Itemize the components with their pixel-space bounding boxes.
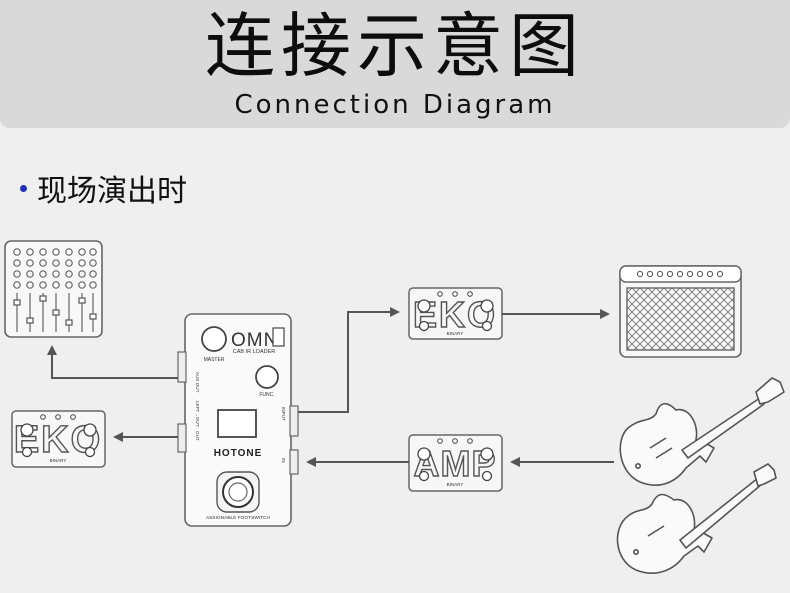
page-subtitle: Connection Diagram (234, 90, 556, 120)
omni-pedal: MASTER OMNI CAB IR LOADER FUNC. AUX OUT … (177, 313, 299, 527)
master-label: MASTER (204, 357, 225, 363)
omni-brand: OMNI (231, 330, 285, 351)
in-jack (289, 449, 299, 475)
in-label: IN (281, 458, 286, 463)
arrow-input-to-eko-top (298, 307, 400, 413)
eko-left-tag: BINARY (50, 458, 67, 463)
aux-out-jack (177, 351, 187, 383)
aux-out-label: AUX OUT (195, 372, 200, 393)
master-knob (201, 326, 227, 352)
page-title: 连接示意图 (205, 5, 585, 87)
amp-tag: BINARY (447, 482, 464, 487)
amp-pedal: AMP BINARY (408, 434, 503, 492)
func-knob (255, 365, 279, 389)
omni-subtitle: CAB IR LOADER (233, 349, 276, 355)
arrow-aux-to-mixer (47, 345, 178, 379)
section-label: 现场演出时 (37, 174, 187, 209)
bullet-icon (20, 184, 27, 192)
mixer-icon (4, 240, 103, 338)
hotone-logo: HOTONE (214, 448, 263, 459)
bass-guitar-icon (616, 463, 777, 574)
func-label: FUNC. (259, 392, 274, 398)
screen-display (217, 409, 257, 438)
input-label: INPUT (281, 407, 286, 421)
amplifier-icon (619, 265, 742, 358)
eko-top-tag: BINARY (447, 331, 464, 336)
out-jack (177, 423, 187, 453)
eko-pedal-left: EKO BINARY (11, 410, 106, 468)
out-label: OUT (195, 431, 200, 441)
footswitch-label: ASSIGNABLE FOOTSWITCH (206, 515, 271, 521)
eko-pedal-top: EKO BINARY (408, 287, 503, 340)
header-banner: 连接示意图 Connection Diagram (0, 0, 790, 128)
electric-guitar-icon (619, 377, 785, 486)
section-heading: 现场演出时 (20, 166, 187, 210)
input-jack (289, 405, 299, 437)
left-out-label: LEFT→OUT (195, 401, 200, 427)
footswitch-icon (222, 476, 254, 508)
